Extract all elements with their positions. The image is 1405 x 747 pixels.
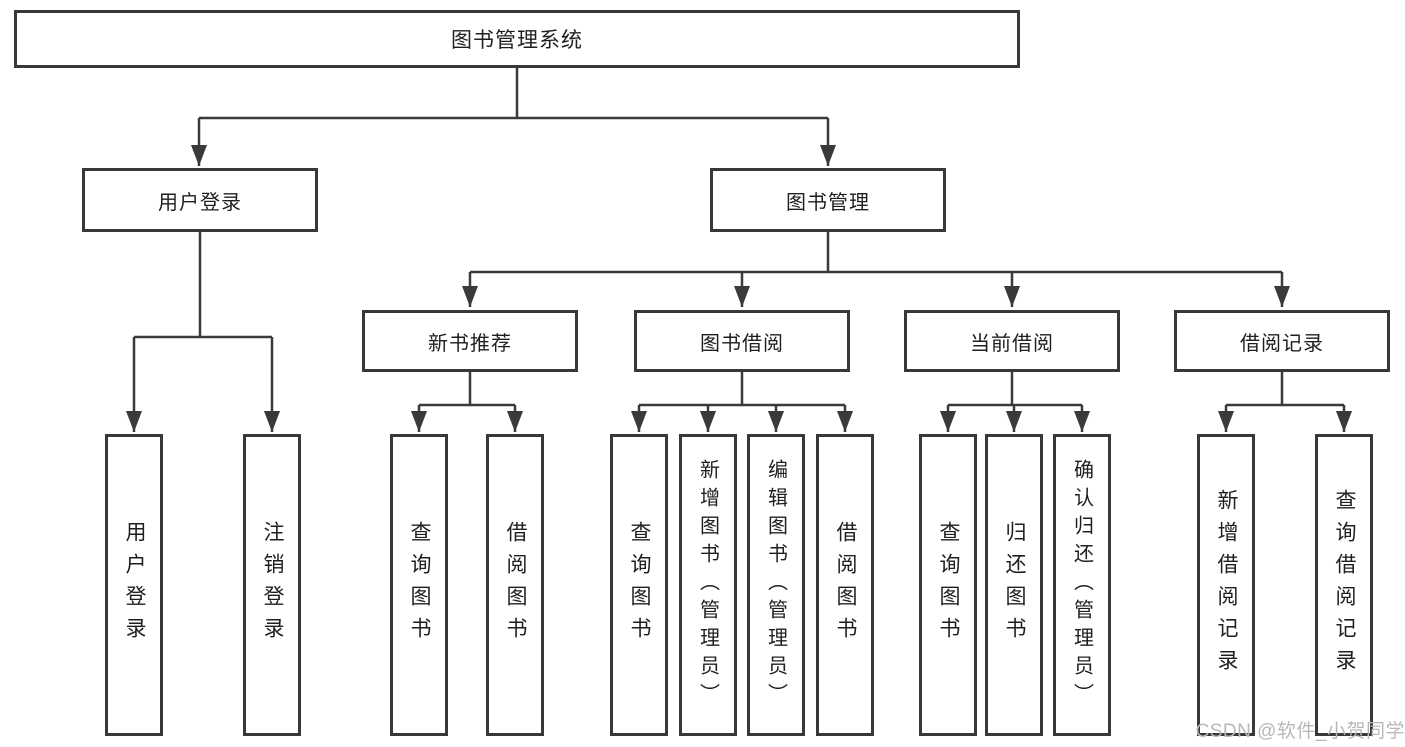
leaf-user-login: 用户登录 — [105, 434, 163, 736]
leaf-search-book-recommend-label: 查询图书 — [408, 521, 431, 649]
node-library-system-label: 图书管理系统 — [451, 29, 583, 52]
leaf-borrow-book-recommend: 借阅图书 — [486, 434, 544, 736]
leaf-search-book-recommend: 查询图书 — [390, 434, 448, 736]
leaf-edit-book-admin-label: 编辑图书（管理员） — [764, 459, 787, 711]
leaf-search-book-borrow-label: 查询图书 — [628, 521, 651, 649]
node-book-borrow-label: 图书借阅 — [700, 332, 784, 355]
leaf-search-borrow-record: 查询借阅记录 — [1315, 434, 1373, 736]
node-new-book-recommend-label: 新书推荐 — [428, 332, 512, 355]
node-user-login: 用户登录 — [82, 168, 318, 232]
node-user-login-label: 用户登录 — [158, 191, 242, 214]
leaf-search-book-current-label: 查询图书 — [937, 521, 960, 649]
leaf-confirm-return-admin-label: 确认归还（管理员） — [1070, 459, 1093, 711]
node-new-book-recommend: 新书推荐 — [362, 310, 578, 372]
node-library-system: 图书管理系统 — [14, 10, 1020, 68]
node-book-management: 图书管理 — [710, 168, 946, 232]
leaf-confirm-return-admin: 确认归还（管理员） — [1053, 434, 1111, 736]
node-book-management-label: 图书管理 — [786, 191, 870, 214]
leaf-borrow-book: 借阅图书 — [816, 434, 874, 736]
leaf-search-book-current: 查询图书 — [919, 434, 977, 736]
leaf-add-book-admin-label: 新增图书（管理员） — [696, 459, 719, 711]
leaf-user-login-label: 用户登录 — [123, 521, 146, 649]
node-borrow-records: 借阅记录 — [1174, 310, 1390, 372]
node-current-borrow-label: 当前借阅 — [970, 332, 1054, 355]
leaf-logout-login-label: 注销登录 — [261, 521, 284, 649]
leaf-borrow-book-label: 借阅图书 — [834, 521, 857, 649]
node-borrow-records-label: 借阅记录 — [1240, 332, 1324, 355]
leaf-add-book-admin: 新增图书（管理员） — [679, 434, 737, 736]
leaf-return-book-label: 归还图书 — [1003, 521, 1026, 649]
leaf-return-book: 归还图书 — [985, 434, 1043, 736]
leaf-borrow-book-recommend-label: 借阅图书 — [504, 521, 527, 649]
csdn-watermark: CSDN @软件_小贺同学 — [1195, 721, 1405, 742]
leaf-search-book-borrow: 查询图书 — [610, 434, 668, 736]
leaf-add-borrow-record-label: 新增借阅记录 — [1215, 489, 1238, 681]
leaf-search-borrow-record-label: 查询借阅记录 — [1333, 489, 1356, 681]
node-current-borrow: 当前借阅 — [904, 310, 1120, 372]
leaf-edit-book-admin: 编辑图书（管理员） — [747, 434, 805, 736]
node-book-borrow: 图书借阅 — [634, 310, 850, 372]
leaf-add-borrow-record: 新增借阅记录 — [1197, 434, 1255, 736]
leaf-logout-login: 注销登录 — [243, 434, 301, 736]
